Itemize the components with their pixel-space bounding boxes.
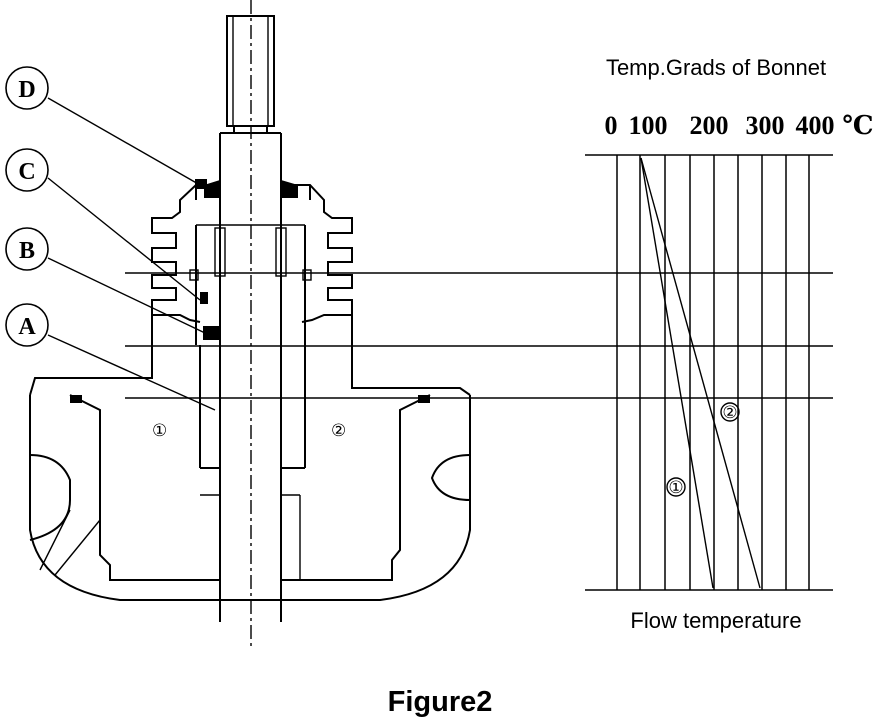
graph-bottom-label: Flow temperature — [630, 608, 801, 633]
reference-lines — [125, 272, 833, 399]
zone-2-label: ② — [331, 421, 346, 440]
callout-d: D — [5, 66, 201, 186]
scale-tick-0: 0 — [605, 111, 618, 140]
callout-c: C — [5, 148, 201, 301]
curve-1-line — [640, 157, 714, 589]
seal-parts — [195, 179, 298, 340]
curve-2-label: ② — [722, 403, 737, 422]
valve-body — [29, 394, 471, 601]
callout-a: A — [5, 303, 216, 411]
svg-text:B: B — [19, 238, 35, 264]
scale-unit: ℃ — [842, 111, 873, 140]
scale-tick-300: 300 — [746, 111, 785, 140]
graph-grid — [616, 155, 810, 590]
figure-caption: Figure2 — [388, 686, 493, 718]
scale-tick-200: 200 — [690, 111, 729, 140]
callout-b: B — [5, 227, 206, 334]
stem-shaft — [219, 133, 282, 622]
scale-tick-400: 400 — [796, 111, 835, 140]
bonnet-upper — [151, 184, 353, 323]
packing-chamber — [189, 224, 312, 345]
temperature-curves — [640, 157, 761, 589]
svg-text:D: D — [18, 77, 35, 103]
valve-bonnet-drawing: ① ② — [29, 0, 471, 650]
bonnet-neck — [29, 315, 471, 469]
scale-tick-100: 100 — [629, 111, 668, 140]
svg-text:A: A — [18, 314, 36, 340]
curve-2-line — [640, 157, 761, 589]
svg-text:C: C — [18, 159, 35, 185]
curve-1-label: ① — [668, 478, 683, 497]
graph-title: Temp.Grads of Bonnet — [606, 55, 826, 80]
zone-1-label: ① — [152, 421, 167, 440]
temperature-graph: Temp.Grads of Bonnet 0 100 200 300 400 ℃ — [585, 55, 874, 633]
